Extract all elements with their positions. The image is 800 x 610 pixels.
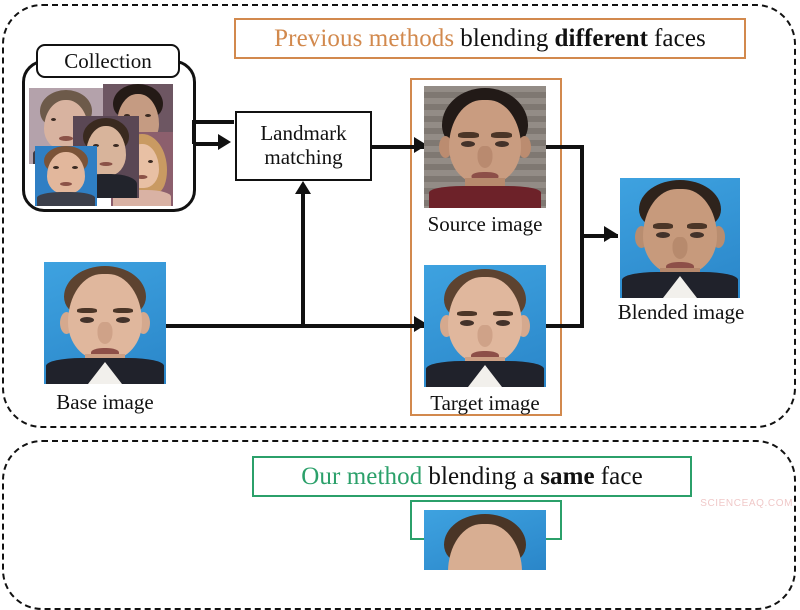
target-image-caption: Target image [430,391,540,415]
photo-brow-left [77,308,97,313]
photo-clothing [429,186,541,208]
thumb-mouth [136,175,148,179]
thumb-mouth [60,182,72,186]
photo-face [68,274,142,360]
banner-ours-tail: face [600,463,643,490]
photo-mouth [471,351,499,361]
thumb-eye-right [145,114,151,117]
banner-previous-highlight: Previous methods [274,25,455,52]
banner-previous-tail: faces [654,25,706,52]
photo-nose [97,322,113,344]
photo-eye-right [116,317,130,323]
arrow-base-to-target [414,316,427,332]
photo-eye-right [690,232,704,238]
photo-brow-right [493,311,513,316]
thumb-torso [37,192,95,206]
connector-source-out [540,145,584,149]
landmark-line-1: Landmark [260,121,347,146]
thumb-eye-right [148,160,153,163]
our-method-result-photo [424,510,546,570]
photo-eye-left [461,141,475,147]
banner-ours-mid: blending a [428,463,535,490]
connector-collection-to-landmark [196,142,222,146]
photo-brow-right [687,223,707,229]
thumb-eye-left [53,166,59,169]
photo-ear-left [439,136,452,158]
photo-brow-left [457,311,477,316]
photo-eye-right [496,320,510,326]
connector-landmark-to-source [372,145,428,149]
photo-eye-left [80,317,94,323]
banner-previous-mid: blending [460,25,549,52]
connector-base-to-landmark [301,193,305,326]
photo-nose [672,237,688,259]
connector-trunk-to-blended [580,234,618,238]
arrow-landmark-to-source [414,137,427,153]
banner-ours-highlight: Our method [301,463,423,490]
photo-brow-right [491,132,512,138]
thumb-mouth [59,136,73,141]
arrow-trunk-to-blended [604,226,617,242]
thumb-eye-right [113,144,119,147]
photo-brow-left [458,132,479,138]
photo-ear-right [518,136,531,158]
connector-target-out [540,324,584,328]
landmark-matching-box: Landmark matching [235,111,372,181]
collection-label: Collection [36,44,180,78]
collection-thumbnail-collage [29,84,189,206]
target-image-photo [424,265,546,387]
connector-base-trunk [166,324,428,328]
arrow-base-to-landmark [295,181,311,194]
orange-highlight-frame [410,78,562,416]
photo-eye-left [460,320,474,326]
banner-previous-emphasis: different [554,25,648,52]
photo-nose [477,146,493,168]
watermark: SCIENCEAQ.COM [700,498,793,509]
connector-collection-riser [192,122,196,144]
photo-mouth [666,262,694,272]
photo-brow-right [113,308,133,313]
landmark-line-2: matching [264,145,343,169]
banner-ours-emphasis: same [540,463,595,490]
photo-nose [477,325,493,347]
arrow-collection-to-landmark [218,134,231,150]
thumb-eye-left [93,144,99,147]
thumb-head [47,152,85,194]
blended-image-caption: Blended image [617,300,745,324]
connector-collection-top [192,120,234,124]
blended-image-photo [620,178,740,298]
photo-eye-right [495,141,509,147]
thumb-eye-left [124,114,130,117]
thumb-mouth [99,162,113,166]
face-thumb-4 [35,146,97,206]
source-image-caption: Source image [427,212,543,236]
source-image-photo [424,86,546,208]
photo-face [448,277,522,363]
photo-brow-left [653,223,673,229]
base-image-photo [44,262,166,384]
photo-mouth [91,348,119,358]
photo-eye-left [656,232,670,238]
photo-mouth [471,172,499,181]
thumb-eye-right [72,166,78,169]
base-image-caption: Base image [56,390,154,414]
photo-face [643,189,717,274]
thumb-eye-left [51,118,56,121]
section-previous-methods [2,4,796,428]
